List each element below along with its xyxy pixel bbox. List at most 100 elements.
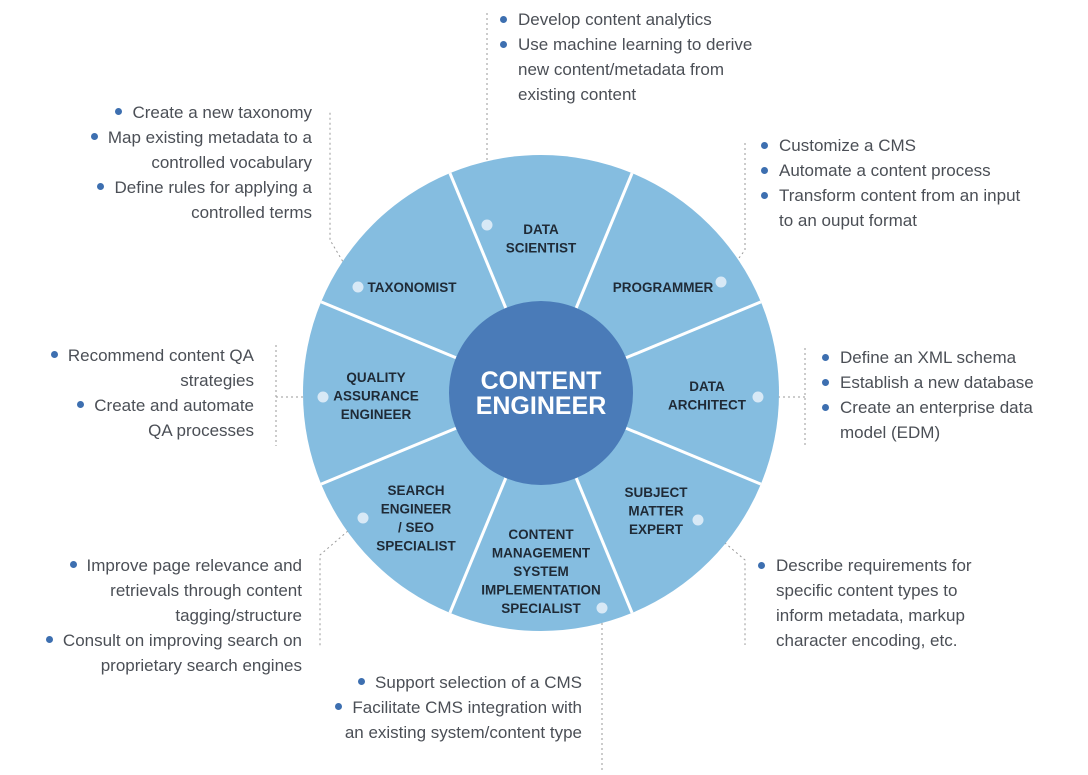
task-item: Consult on improving search on proprieta… xyxy=(40,628,302,678)
task-list-data-architect: Define an XML schema Establish a new dat… xyxy=(820,345,1060,445)
segment-label-line: PROGRAMMER xyxy=(613,280,714,295)
segment-label-subject-matter-expert: SUBJECT MATTER EXPERT xyxy=(624,485,688,537)
segment-label-line: ENGINEER xyxy=(341,407,412,422)
segment-dot-icon xyxy=(752,391,764,403)
task-item: Create and automate QA processes xyxy=(50,393,254,443)
connector-qa-engineer xyxy=(275,345,323,446)
segment-dot-icon xyxy=(715,276,727,288)
task-list-programmer: Customize a CMS Automate a content proce… xyxy=(759,133,1029,233)
segment-data-architect xyxy=(541,301,779,485)
segment-data-scientist xyxy=(449,154,633,393)
segment-labels: DATA SCIENTIST PROGRAMMER DATA ARCHITECT SUBJ… xyxy=(333,222,747,616)
connector-programmer xyxy=(720,140,746,283)
task-list-taxonomist: Create a new taxonomy Map existing metad… xyxy=(60,100,312,225)
segment-label-line: SYSTEM xyxy=(513,564,569,579)
segment-divider xyxy=(625,300,762,360)
segment-label-line: DATA xyxy=(523,222,559,237)
segment-label-line: EXPERT xyxy=(629,522,684,537)
center-label-line2: ENGINEER xyxy=(476,392,607,420)
task-item: Create an enterprise data model (EDM) xyxy=(820,395,1060,445)
center-label-line1: CONTENT xyxy=(481,367,602,395)
task-item: Transform content from an input to an ou… xyxy=(759,183,1029,233)
segment-label-line: SCIENTIST xyxy=(506,241,577,256)
task-text: Support selection of a CMS xyxy=(375,673,582,692)
task-item: Map existing metadata to a controlled vo… xyxy=(60,125,312,175)
bullet-icon xyxy=(358,678,366,686)
connector-search-engineer xyxy=(319,517,364,648)
task-item: Support selection of a CMS xyxy=(330,670,582,695)
task-text: Facilitate CMS integration with an exist… xyxy=(344,698,582,742)
task-item: Improve page relevance and retrievals th… xyxy=(40,553,302,628)
task-item: Establish a new database xyxy=(820,370,1060,395)
task-text: Map existing metadata to a controlled vo… xyxy=(107,128,312,172)
segment-cms-implementation-specialist xyxy=(449,393,633,631)
segment-divider xyxy=(574,477,634,614)
task-text: Define rules for applying a controlled t… xyxy=(114,178,312,222)
segment-dot-icon xyxy=(596,602,608,614)
segment-dot-icon xyxy=(692,514,704,526)
segment-label-data-architect: DATA ARCHITECT xyxy=(668,379,747,413)
segment-label-line: ASSURANCE xyxy=(333,389,419,404)
bullet-icon xyxy=(50,351,58,359)
segment-label-line: IMPLEMENTATION xyxy=(481,583,601,598)
segment-label-taxonomist: TAXONOMIST xyxy=(368,280,458,295)
task-text: Improve page relevance and retrievals th… xyxy=(86,556,302,625)
task-item: Develop content analytics xyxy=(498,7,768,32)
connector-data-architect xyxy=(758,348,806,445)
segment-divider xyxy=(448,477,508,614)
bullet-icon xyxy=(97,183,105,191)
segment-divider xyxy=(574,172,634,309)
task-text: Create a new taxonomy xyxy=(132,103,312,122)
task-list-data-scientist: Develop content analytics Use machine le… xyxy=(498,7,768,107)
segment-label-line: SEARCH xyxy=(387,483,444,498)
task-item: Recommend content QA strategies xyxy=(50,343,254,393)
segment-label-search-engineer: SEARCH ENGINEER / SEO SPECIALIST xyxy=(376,483,456,554)
segment-divider xyxy=(448,172,508,309)
segment-label-line: ENGINEER xyxy=(381,502,452,517)
task-text: Consult on improving search on proprieta… xyxy=(62,631,302,675)
bullet-icon xyxy=(115,108,123,116)
bullet-icon xyxy=(90,133,98,141)
task-item: Customize a CMS xyxy=(759,133,1029,158)
segment-divider xyxy=(320,426,457,486)
bullet-icon xyxy=(335,703,343,711)
center-circle xyxy=(449,301,633,485)
task-text: Create and automate QA processes xyxy=(94,396,254,440)
segment-label-line: CONTENT xyxy=(508,527,574,542)
segment-label-line: SPECIALIST xyxy=(501,601,581,616)
segment-label-data-scientist: DATA SCIENTIST xyxy=(506,222,577,256)
task-item: Facilitate CMS integration with an exist… xyxy=(330,695,582,745)
task-list-subject-matter-expert: Describe requirements for specific conte… xyxy=(756,553,1006,653)
segment-dot-icon xyxy=(352,281,364,293)
bullet-icon xyxy=(69,561,77,569)
segment-qa-engineer xyxy=(303,301,541,485)
segment-dot-icon xyxy=(317,391,329,403)
segment-dividers xyxy=(320,172,762,614)
task-list-qa-engineer: Recommend content QA strategies Create a… xyxy=(50,343,254,443)
task-item: Define rules for applying a controlled t… xyxy=(60,175,312,225)
segment-dot-icon xyxy=(481,219,493,231)
segment-dots xyxy=(317,219,764,614)
segment-label-line: SPECIALIST xyxy=(376,539,456,554)
task-list-cms-implementation-specialist: Support selection of a CMS Facilitate CM… xyxy=(330,670,582,745)
bullet-icon xyxy=(45,636,53,644)
connector-taxonomist xyxy=(329,110,359,288)
segment-label-line: ARCHITECT xyxy=(668,398,747,413)
segment-label-line: / SEO xyxy=(398,520,434,535)
bullet-icon xyxy=(77,401,85,409)
segment-label-line: MATTER xyxy=(628,504,683,519)
task-item: Create a new taxonomy xyxy=(60,100,312,125)
task-list-search-engineer: Improve page relevance and retrievals th… xyxy=(40,553,302,678)
segment-label-line: QUALITY xyxy=(346,370,405,385)
segment-divider xyxy=(320,300,457,360)
segment-divider xyxy=(625,426,762,486)
segment-label-line: DATA xyxy=(689,379,725,394)
segment-label-line: SUBJECT xyxy=(624,485,688,500)
segment-label-line: TAXONOMIST xyxy=(368,280,458,295)
task-item: Automate a content process xyxy=(759,158,1029,183)
segment-dot-icon xyxy=(357,512,369,524)
task-item: Use machine learning to derive new conte… xyxy=(498,32,768,107)
task-item: Define an XML schema xyxy=(820,345,1060,370)
